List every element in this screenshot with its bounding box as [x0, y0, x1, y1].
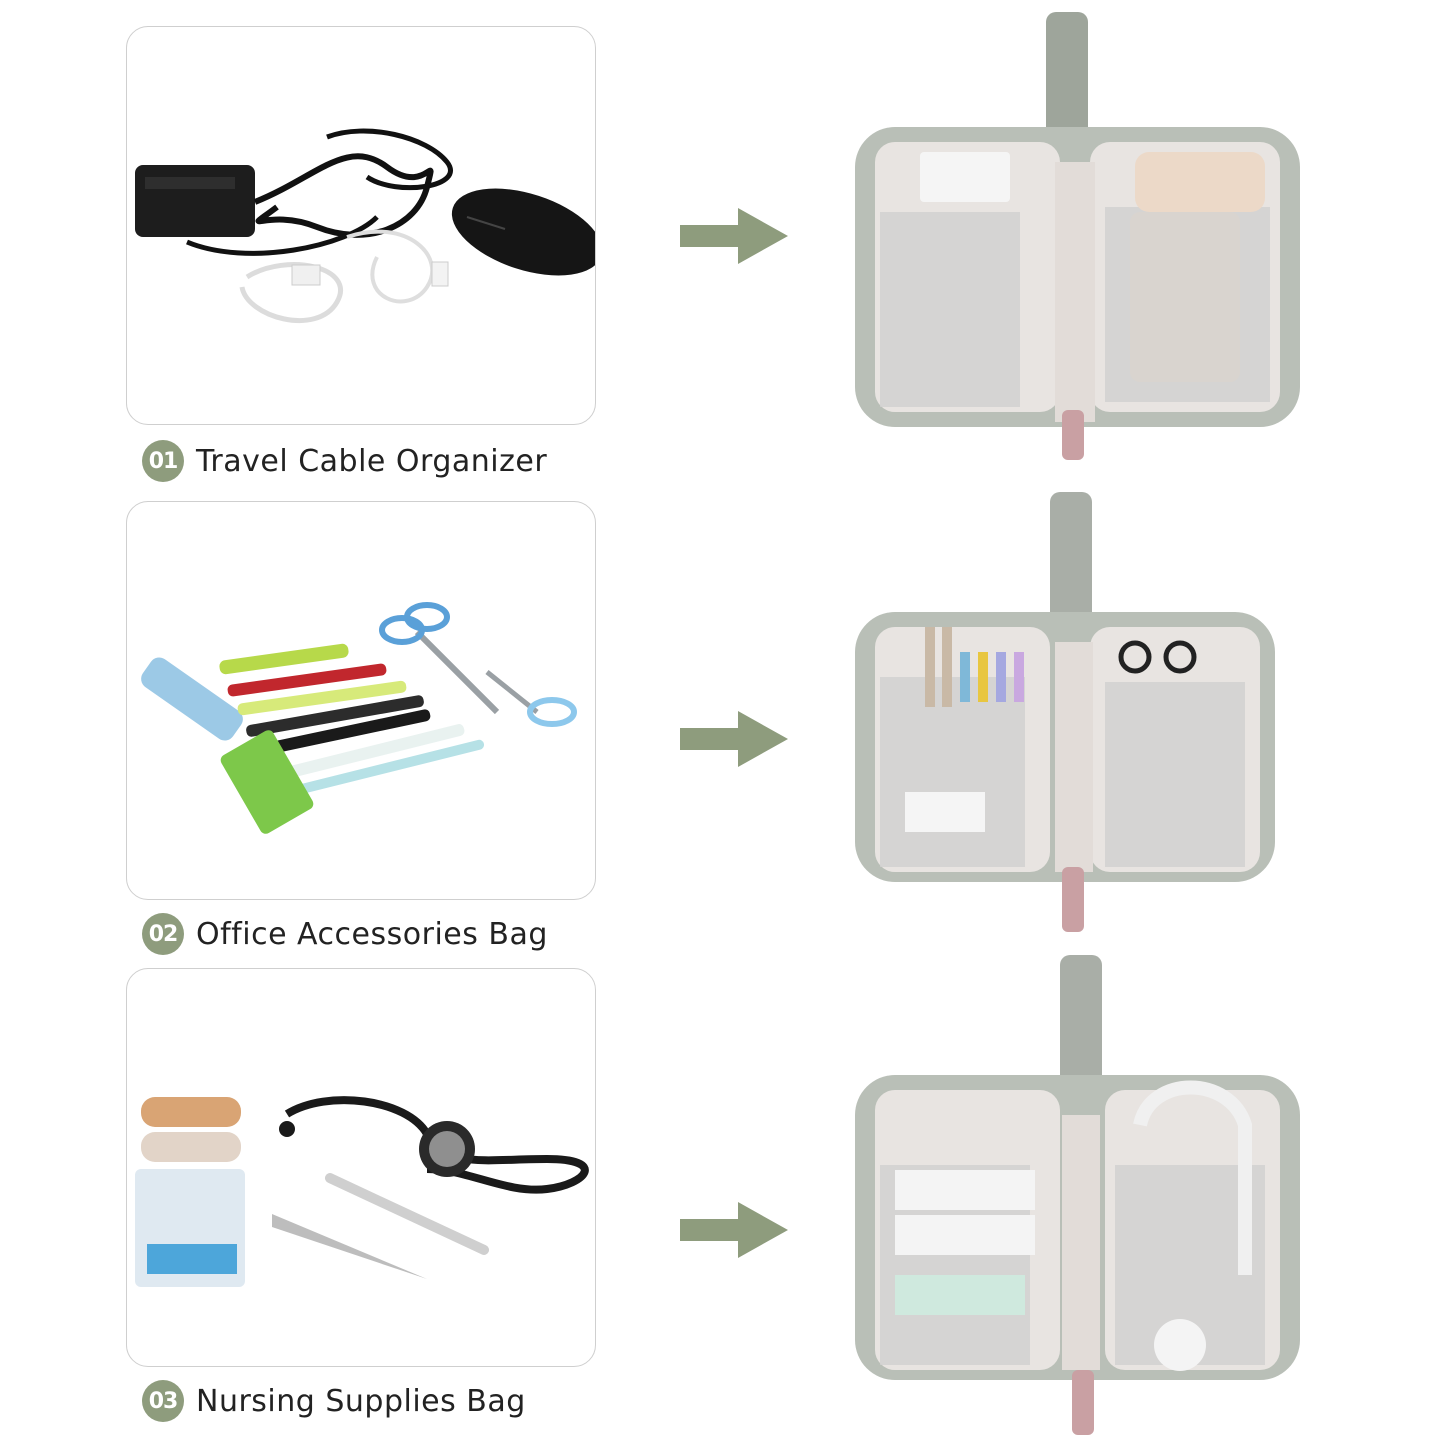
- card-nursing-supplies: [126, 968, 596, 1367]
- organizer-bag-cables-image: [855, 12, 1300, 460]
- card-travel-cable: [126, 26, 596, 425]
- caption-item-1: 01 Travel Cable Organizer: [142, 440, 548, 482]
- right-arrow-icon: [680, 208, 788, 264]
- cables-and-mouse-image: [135, 128, 595, 323]
- item-title: Office Accessories Bag: [196, 916, 548, 952]
- caption-item-3: 03 Nursing Supplies Bag: [142, 1380, 526, 1422]
- number-badge: 01: [142, 440, 184, 482]
- number-badge: 02: [142, 913, 184, 955]
- right-arrow-icon: [680, 1202, 788, 1258]
- medical-supplies-image: [135, 1096, 589, 1287]
- right-arrow-icon: [680, 711, 788, 767]
- caption-item-2: 02 Office Accessories Bag: [142, 913, 548, 955]
- organizer-bag-office-image: [855, 492, 1275, 932]
- item-title: Nursing Supplies Bag: [196, 1383, 526, 1419]
- card-office-accessories: [126, 501, 596, 900]
- organizer-bag-nursing-image: [855, 955, 1300, 1435]
- item-title: Travel Cable Organizer: [196, 443, 548, 479]
- number-badge: 03: [142, 1380, 184, 1422]
- stationery-image: [141, 602, 577, 834]
